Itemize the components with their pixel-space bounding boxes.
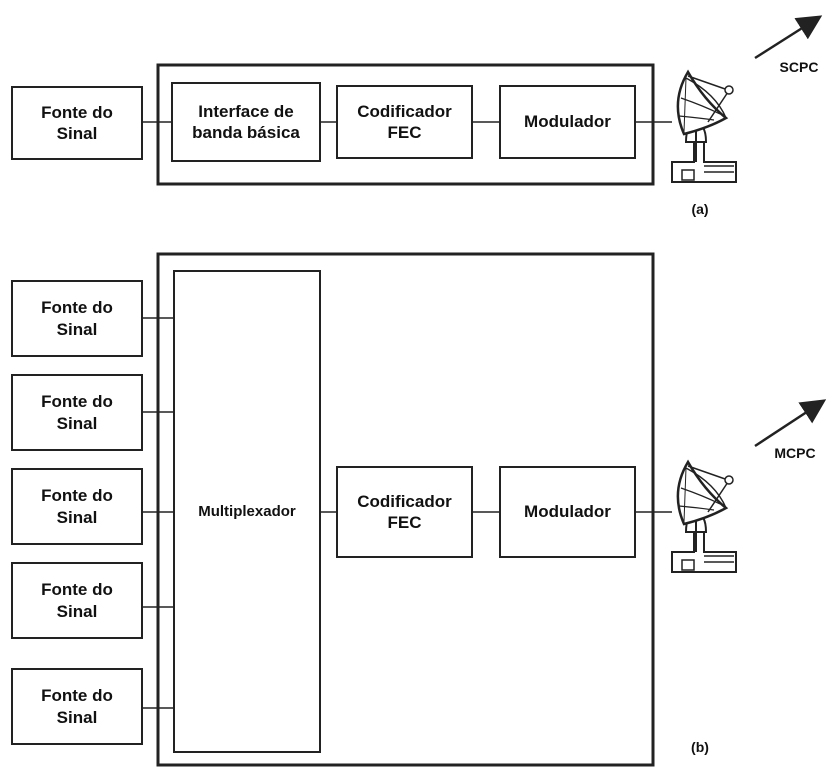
modulator-label: Modulador — [500, 86, 635, 158]
source-block-label: Fonte do Sinal — [12, 281, 142, 356]
arrow-icon — [755, 402, 822, 446]
modulator-label: Modulador — [500, 467, 635, 557]
arrow-icon — [755, 18, 818, 58]
source-block-label: Fonte do Sinal — [12, 375, 142, 450]
source-block-label: Fonte do Sinal — [12, 87, 142, 159]
caption-b: (b) — [680, 738, 720, 758]
baseband-interface-label: Interface de banda básica — [172, 83, 320, 161]
source-block-label: Fonte do Sinal — [12, 669, 142, 744]
scpc-label: SCPC — [772, 58, 826, 78]
fec-encoder-label: Codificador FEC — [337, 86, 472, 158]
fec-encoder-label: Codificador FEC — [337, 467, 472, 557]
source-block-label: Fonte do Sinal — [12, 469, 142, 544]
caption-a: (a) — [680, 200, 720, 220]
satellite-dish-icon — [672, 462, 736, 572]
mcpc-label: MCPC — [764, 444, 826, 464]
source-block-label: Fonte do Sinal — [12, 563, 142, 638]
multiplexer-label: Multiplexador — [174, 497, 320, 527]
satellite-dish-icon — [672, 72, 736, 182]
